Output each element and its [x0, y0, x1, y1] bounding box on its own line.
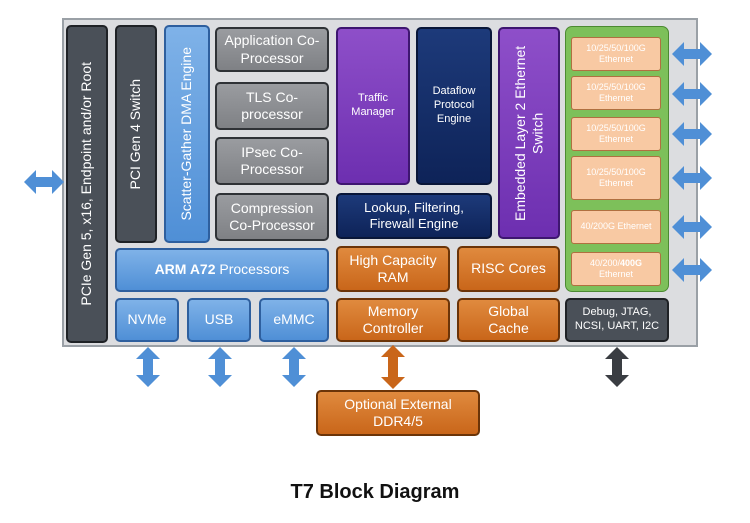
arm-processors-label: ARM A72 Processors: [155, 261, 290, 279]
nvme-arrow: [136, 347, 160, 387]
usb-block: USB: [187, 298, 251, 342]
ethernet-port-6-label: 40/200/400G Ethernet: [572, 258, 660, 281]
dma-engine-block: Scatter-Gather DMA Engine: [164, 25, 210, 243]
arm-model: ARM A72: [154, 261, 216, 278]
ethernet-arrow-3: [672, 122, 712, 146]
emmc-arrow: [282, 347, 306, 387]
usb-arrow: [208, 347, 232, 387]
debug-arrow: [605, 347, 629, 387]
tls-coprocessor-label: TLS Co-processor: [241, 88, 303, 123]
eth-last-bold: 400G: [620, 257, 643, 268]
ethernet-port-4-label: 10/25/50/100G Ethernet: [586, 166, 646, 188]
global-cache-label: Global Cache: [488, 302, 529, 337]
ipsec-coprocessor-label: IPsec Co-Processor: [240, 143, 304, 178]
compression-coprocessor-block: Compression Co-Processor: [215, 193, 329, 241]
ethernet-port-1: 10/25/50/100G Ethernet: [571, 37, 661, 71]
emmc-label: eMMC: [273, 311, 315, 328]
lookup-engine-block: Lookup, Filtering, Firewall Engine: [336, 193, 492, 239]
ethernet-arrow-4: [672, 166, 712, 190]
ethernet-port-4: 10/25/50/100G Ethernet: [571, 156, 661, 200]
debug-interfaces-block: Debug, JTAG, NCSI, UART, I2C: [565, 298, 669, 342]
arm-processors-block: ARM A72 Processors: [115, 248, 329, 292]
ethernet-switch-block: Embedded Layer 2 Ethernet Switch: [498, 27, 560, 239]
memory-ddr-arrow: [381, 345, 405, 389]
memory-controller-block: Memory Controller: [336, 298, 450, 342]
ethernet-port-3-label: 10/25/50/100G Ethernet: [586, 122, 646, 144]
eth-last-suffix: Ethernet: [598, 269, 634, 279]
lookup-engine-label: Lookup, Filtering, Firewall Engine: [364, 199, 464, 231]
traffic-manager-block: Traffic Manager: [336, 27, 410, 185]
ethernet-arrow-1: [672, 42, 712, 66]
ethernet-arrow-5: [672, 215, 712, 239]
nvme-label: NVMe: [127, 311, 167, 328]
ethernet-port-1-label: 10/25/50/100G Ethernet: [586, 42, 646, 64]
ethernet-arrow-2: [672, 82, 712, 106]
external-ddr-label: Optional External DDR4/5: [344, 395, 452, 430]
ethernet-port-2-label: 10/25/50/100G Ethernet: [586, 81, 646, 103]
eth-last-prefix: 40/200/: [589, 257, 620, 268]
ethernet-port-6: 40/200/400G Ethernet: [571, 252, 661, 286]
high-capacity-ram-block: High Capacity RAM: [336, 246, 450, 292]
dataflow-engine-block: Dataflow Protocol Engine: [416, 27, 492, 185]
traffic-manager-label: Traffic Manager: [351, 92, 395, 118]
memory-controller-label: Memory Controller: [362, 302, 424, 337]
dma-engine-label: Scatter-Gather DMA Engine: [178, 47, 195, 221]
ethernet-port-5-label: 40/200G Ethernet: [580, 221, 652, 232]
external-ddr-block: Optional External DDR4/5: [316, 390, 480, 436]
emmc-block: eMMC: [259, 298, 329, 342]
ethernet-port-5: 40/200G Ethernet: [571, 210, 661, 244]
pcie-block: PCIe Gen 5, x16, Endpoint and/or Root: [66, 25, 108, 343]
risc-cores-label: RISC Cores: [471, 260, 546, 277]
debug-interfaces-label: Debug, JTAG, NCSI, UART, I2C: [574, 306, 660, 332]
tls-coprocessor-block: TLS Co-processor: [215, 82, 329, 130]
ethernet-port-2: 10/25/50/100G Ethernet: [571, 76, 661, 110]
ipsec-coprocessor-block: IPsec Co-Processor: [215, 137, 329, 185]
high-capacity-ram-label: High Capacity RAM: [349, 251, 437, 286]
ethernet-port-3: 10/25/50/100G Ethernet: [571, 117, 661, 151]
diagram-caption: T7 Block Diagram: [290, 481, 460, 503]
nvme-block: NVMe: [115, 298, 179, 342]
ethernet-arrow-6: [672, 258, 712, 282]
app-coprocessor-block: Application Co-Processor: [215, 27, 329, 72]
pci-switch-block: PCI Gen 4 Switch: [115, 25, 157, 243]
compression-coprocessor-label: Compression Co-Processor: [229, 199, 315, 234]
pcie-label: PCIe Gen 5, x16, Endpoint and/or Root: [78, 62, 95, 306]
ethernet-switch-label: Embedded Layer 2 Ethernet Switch: [511, 45, 546, 221]
risc-cores-block: RISC Cores: [457, 246, 560, 292]
app-coprocessor-label: Application Co-Processor: [224, 32, 320, 66]
dataflow-engine-label: Dataflow Protocol Engine: [432, 85, 476, 125]
pcie-bidirectional-arrow: [24, 170, 64, 194]
pci-switch-label: PCI Gen 4 Switch: [127, 78, 144, 190]
global-cache-block: Global Cache: [457, 298, 560, 342]
usb-label: USB: [204, 311, 234, 328]
arm-suffix: Processors: [215, 261, 290, 278]
